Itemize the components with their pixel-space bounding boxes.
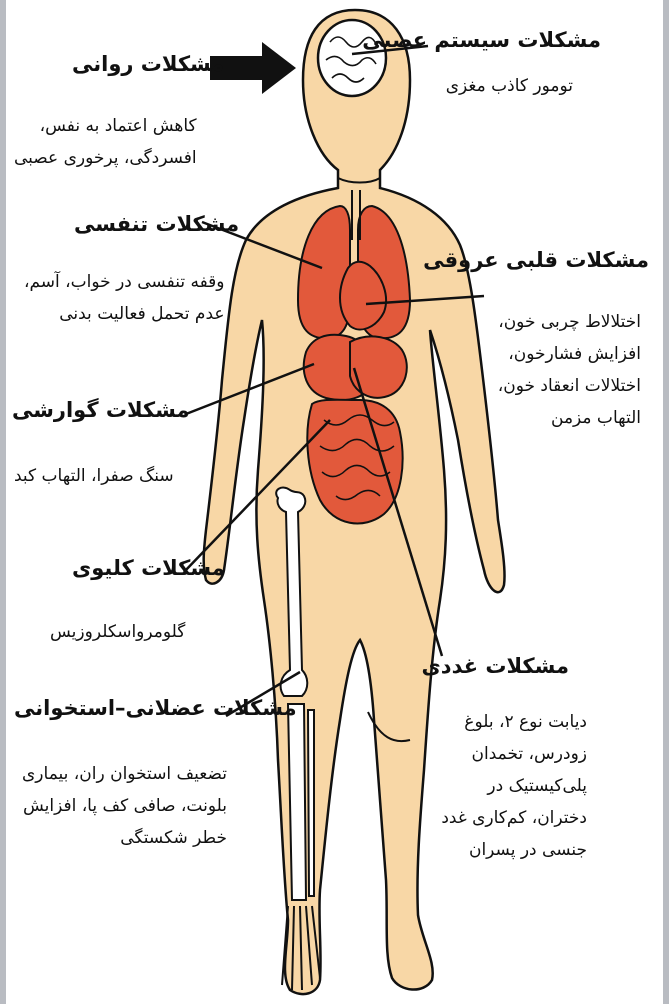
gastro-line: سنگ صفرا، التهاب کبد	[14, 460, 174, 492]
resp-line: وقفه تنفسی در خواب، آسم،	[24, 266, 225, 298]
endo-title-wrap: مشکلات غددی	[422, 654, 569, 678]
stomach	[350, 336, 407, 397]
musc-line: تضعیف استخوان ران، بیماری	[22, 758, 227, 790]
cardio-title-wrap: مشکلات قلبی عروقی	[423, 248, 649, 272]
renal-title: مشکلات کلیوی	[72, 556, 225, 580]
neuro-line: تومور کاذب مغزی	[362, 70, 573, 102]
psych-label: مشکلات روانی	[72, 52, 224, 76]
neuro-title: مشکلات سیستم عصبی	[362, 28, 601, 52]
psych-line: افسردگی، پرخوری عصبی	[14, 142, 197, 174]
gastro-title: مشکلات گوارشی	[12, 398, 190, 422]
musc-line: بلونت، صافی کف پا، افزایش	[22, 790, 227, 822]
gastro-title-wrap: مشکلات گوارشی	[12, 398, 190, 422]
psych-line: کاهش اعتماد به نفس،	[14, 110, 197, 142]
neuro-label: مشکلات سیستم عصبی تومور کاذب مغزی	[362, 28, 601, 102]
cardio-line: افزایش فشارخون،	[498, 338, 641, 370]
gastro-desc: سنگ صفرا، التهاب کبد	[14, 460, 174, 492]
renal-desc: گلومرواسکلروزیس	[50, 616, 185, 648]
resp-desc: وقفه تنفسی در خواب، آسم، عدم تحمل فعالیت…	[24, 266, 225, 330]
cardio-title: مشکلات قلبی عروقی	[423, 248, 649, 272]
psych-title: مشکلات روانی	[72, 52, 224, 76]
cardio-line: اختلالات انعقاد خون،	[498, 370, 641, 402]
musc-title: مشکلات عضلانی–استخوانی	[14, 696, 297, 720]
musc-line: خطر شکستگی	[22, 822, 227, 854]
endo-line: دختران، کم‌کاری غدد	[441, 802, 587, 834]
resp-title: مشکلات تنفسی	[74, 212, 239, 236]
musc-title-wrap: مشکلات عضلانی–استخوانی	[14, 696, 297, 720]
resp-title-wrap: مشکلات تنفسی	[74, 212, 239, 236]
endo-line: جنسی در پسران	[441, 834, 587, 866]
endo-line: زودرس، تخمدان	[441, 738, 587, 770]
endo-desc: دیابت نوع ۲، بلوغ زودرس، تخمدان پلی‌کیست…	[441, 706, 587, 866]
renal-title-wrap: مشکلات کلیوی	[72, 556, 225, 580]
tibia-bone	[288, 704, 306, 900]
endo-line: دیابت نوع ۲، بلوغ	[441, 706, 587, 738]
resp-line: عدم تحمل فعالیت بدنی	[24, 298, 225, 330]
endo-line: پلی‌کیستیک در	[441, 770, 587, 802]
renal-line: گلومرواسکلروزیس	[50, 616, 185, 648]
neuro-desc: تومور کاذب مغزی	[362, 70, 573, 102]
fibula-bone	[308, 710, 314, 896]
cardio-line: اختلالاط چربی خون،	[498, 306, 641, 338]
cardio-desc: اختلالاط چربی خون، افزایش فشارخون، اختلا…	[498, 306, 641, 434]
musc-desc: تضعیف استخوان ران، بیماری بلونت، صافی کف…	[22, 758, 227, 854]
cardio-line: التهاب مزمن	[498, 402, 641, 434]
endo-title: مشکلات غددی	[422, 654, 569, 678]
psych-desc: کاهش اعتماد به نفس، افسردگی، پرخوری عصبی	[14, 110, 197, 174]
